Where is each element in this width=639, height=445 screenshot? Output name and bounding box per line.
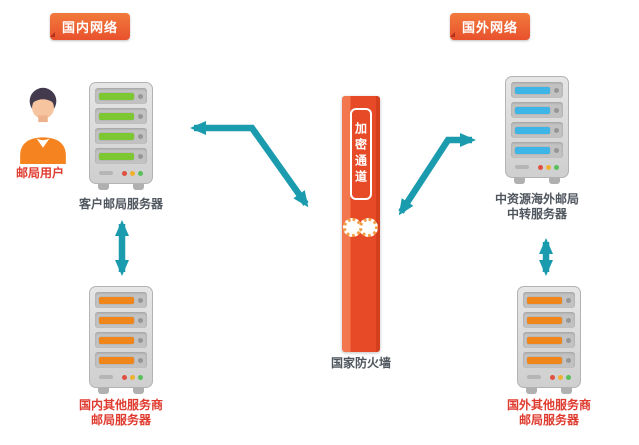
domestic-network-tag: 国内网络: [50, 13, 131, 40]
domestic-other-server-label: 国内其他服务商 邮局服务器: [78, 398, 163, 427]
overseas-relay-server-icon: [505, 76, 569, 184]
encrypted-tunnel-label: 加密通道: [353, 122, 368, 186]
client-mail-server-label: 客户邮局服务器: [78, 197, 163, 211]
mail-user-icon: [12, 84, 74, 168]
encrypted-tunnel-badge: 加密通道: [350, 108, 372, 200]
foreign-network-label: 国外网络: [462, 21, 519, 36]
foreign-other-server-icon: [517, 286, 581, 394]
mail-user-label: 邮局用户: [15, 166, 64, 180]
client-mail-server-icon: [89, 82, 153, 190]
tunnel-link-icon: [359, 218, 378, 237]
domestic-network-label: 国内网络: [62, 21, 119, 36]
firewall-label: 国家防火墙: [330, 356, 391, 370]
arrow-client-to-firewall: [190, 121, 309, 208]
foreign-network-tag: 国外网络: [450, 13, 531, 40]
overseas-relay-server-label: 中资源海外邮局 中转服务器: [494, 192, 579, 221]
domestic-other-server-icon: [89, 286, 153, 394]
foreign-other-server-label: 国外其他服务商 邮局服务器: [506, 398, 591, 427]
